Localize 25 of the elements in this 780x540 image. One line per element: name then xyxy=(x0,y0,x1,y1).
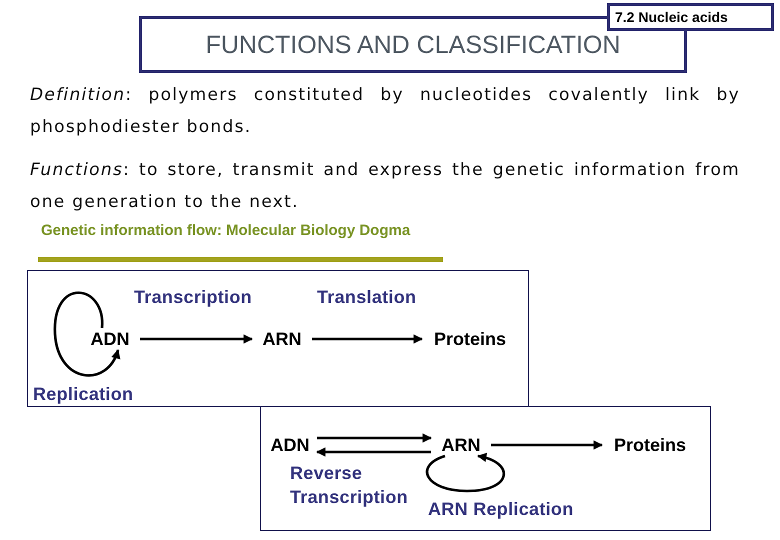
molecule-name: ADN xyxy=(263,434,317,456)
molecule-name: ARN xyxy=(431,434,491,456)
title-text: FUNCTIONS AND CLASSIFICATION xyxy=(206,30,620,60)
body-paragraph: Functions: to store, transmit and express the genetic information from one generation to the next. xyxy=(30,159,740,214)
cycle-arrow xyxy=(54,292,120,377)
molecule-name: ADN xyxy=(80,328,140,350)
arrow xyxy=(317,433,432,443)
section-tag: 7.2 Nucleic acids xyxy=(607,3,774,31)
diagram-panel xyxy=(260,406,711,531)
arrow xyxy=(491,440,603,450)
edge-label: Reverse Transcription xyxy=(290,462,409,509)
molecule-name: Proteins xyxy=(422,328,518,350)
arrow xyxy=(312,334,423,344)
arrow xyxy=(316,447,431,457)
molecule-name: Proteins xyxy=(602,434,698,456)
edge-label: Translation xyxy=(317,286,416,309)
edge-label: ARN Replication xyxy=(428,498,574,521)
cycle-arrow xyxy=(426,453,505,492)
arrow xyxy=(140,334,253,344)
diagram-panel xyxy=(27,270,529,407)
edge-label: Transcription xyxy=(134,286,252,309)
molecule-name: ARN xyxy=(252,328,312,350)
body-paragraph: Definition: polymers constituted by nucleotides covalently link by phosphodiester bonds. xyxy=(30,84,740,139)
edge-label: Replication xyxy=(33,383,134,406)
section-heading: Genetic information flow: Molecular Biology Dogma xyxy=(41,221,410,241)
